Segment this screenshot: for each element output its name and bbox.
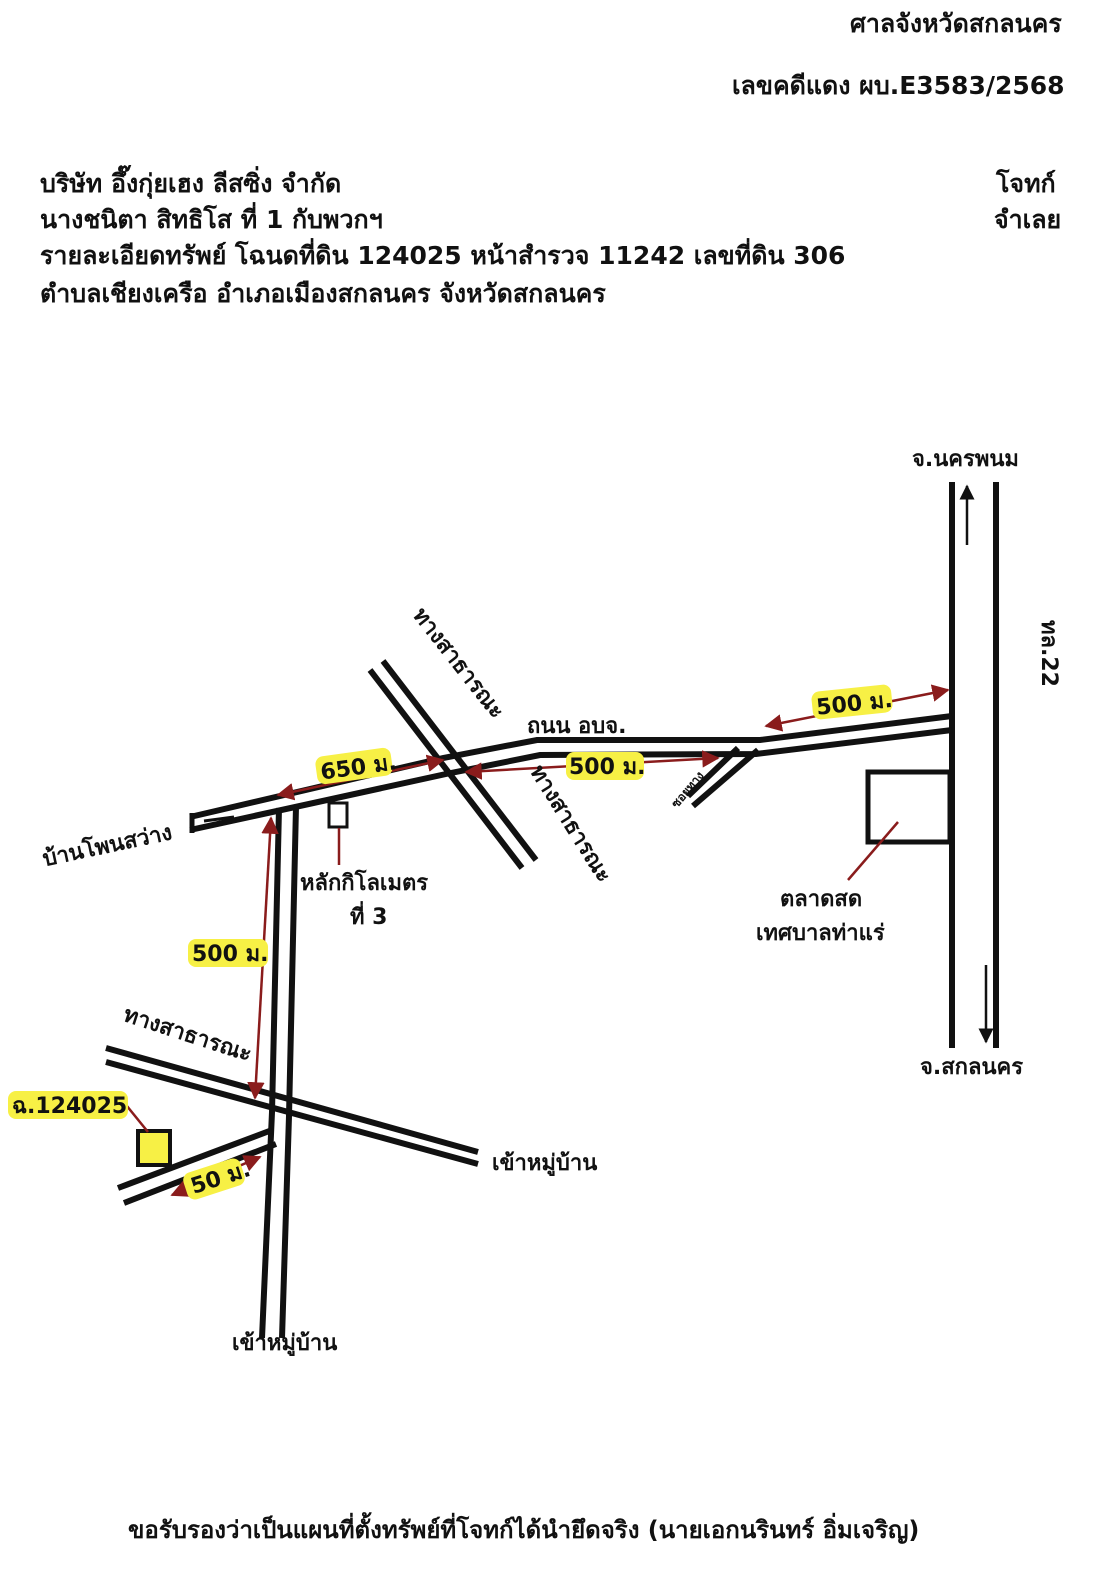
dist-500-vert: 500 ม. (192, 942, 268, 967)
label-village-2: เข้าหมู่บ้าน (232, 1331, 337, 1357)
road-end-mark (203, 815, 235, 823)
label-ban-phon: บ้านโพนสว่าง (40, 818, 174, 872)
dist-500-mid: 500 ม. (569, 755, 645, 780)
parcel-marker (136, 1129, 172, 1167)
label-road-obj: ถนน อบจ. (527, 714, 626, 739)
market-leader (847, 821, 899, 881)
label-market-2: เทศบาลท่าแร่ (756, 921, 885, 946)
vertical-road-left (259, 807, 282, 1339)
public-way-diagonal-2 (380, 659, 539, 862)
km-post-marker (327, 801, 349, 829)
label-km-post-2: ที่ 3 (350, 900, 387, 930)
label-alley: ซอยทาง (668, 769, 706, 811)
label-parcel: ฉ.124025 (12, 1094, 127, 1119)
label-nakhon-phanom: จ.นครพนม (912, 447, 1019, 472)
property-detail: รายละเอียดทรัพย์ โฉนดที่ดิน 124025 หน้าส… (40, 241, 846, 270)
highlight-50 (183, 1158, 245, 1200)
highlight-500-mid (566, 752, 644, 780)
highlight-500-right (811, 684, 893, 720)
case-number: เลขคดีแดง ผบ.E3583/2568 (732, 71, 1065, 100)
public-way-diagonal-1 (367, 668, 525, 870)
label-highway-22: ทล.22 (1036, 620, 1061, 687)
plaintiff-name: บริษัท อึ๊งกุ่ยเฮง ลีสซิ่ง จำกัด (40, 169, 342, 198)
defendant-name: นางชนิตา สิทธิโส ที่ 1 กับพวกฯ (40, 205, 383, 234)
alley-line-2 (691, 747, 760, 809)
defendant-role: จำเลย (994, 205, 1062, 234)
plaintiff-role: โจทก์ (996, 169, 1056, 198)
label-km-post-1: หลักกิโลเมตร (300, 869, 428, 896)
court-name: ศาลจังหวัดสกลนคร (850, 9, 1062, 38)
cross-road-lower (105, 1059, 479, 1167)
highlight-650 (315, 747, 393, 785)
label-public-way-1: ทางสาธารณะ (407, 603, 509, 723)
property-location: ตำบลเชียงเครือ อำเภอเมืองสกลนคร จังหวัดส… (40, 279, 606, 308)
cross-road-upper (105, 1045, 479, 1155)
label-sakon-nakhon: จ.สกลนคร (920, 1055, 1023, 1080)
market-building (865, 769, 953, 845)
highlight-500-vert (188, 939, 268, 967)
vertical-road-right (279, 805, 299, 1339)
certification-text: ขอรับรองว่าเป็นแผนที่ตั้งทรัพย์ที่โจทก์ไ… (128, 1516, 920, 1544)
label-village-1: เข้าหมู่บ้าน (492, 1151, 597, 1177)
highlight-parcel (8, 1091, 128, 1119)
label-market-1: ตลาดสด (780, 887, 862, 912)
